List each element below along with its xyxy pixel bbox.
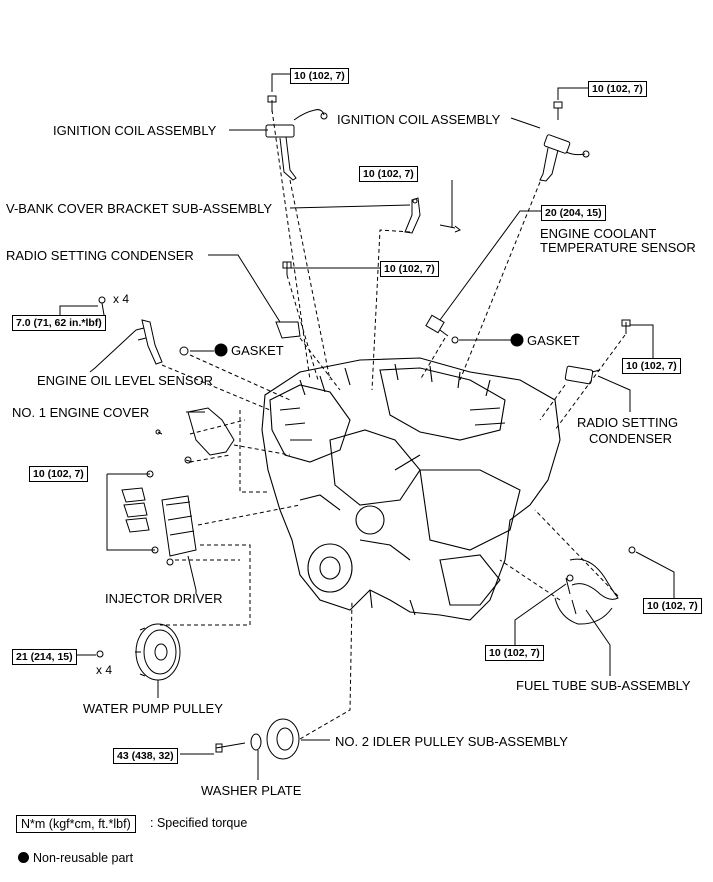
- engine-block: [261, 357, 561, 621]
- label-idler-pulley: NO. 2 IDLER PULLEY SUB-ASSEMBLY: [335, 734, 568, 749]
- legend-torque-units: N*m (kgf*cm, ft.*lbf): [16, 815, 136, 833]
- label-engine-coolant-2: TEMPERATURE SENSOR: [540, 240, 696, 255]
- legend-non-reusable: Non-reusable part: [18, 851, 133, 865]
- torque-idler-pulley: 43 (438, 32): [113, 748, 178, 764]
- label-gasket-left: GASKET: [231, 343, 284, 358]
- label-ignition-coil-right: IGNITION COIL ASSEMBLY: [337, 112, 501, 127]
- injector-driver: [121, 470, 197, 566]
- engine-oil-level-sensor: [98, 296, 189, 365]
- multiplier-oil-level: x 4: [113, 292, 130, 306]
- label-gasket-right: GASKET: [527, 333, 580, 348]
- leader-lines: [59, 73, 675, 780]
- engine-coolant-sensor: [425, 314, 459, 344]
- label-radio-condenser-right-2: CONDENSER: [589, 431, 673, 446]
- radio-condenser-left: [275, 261, 301, 339]
- ignition-coil-right: [539, 101, 590, 182]
- radio-condenser-right: [564, 319, 631, 385]
- torque-injector-driver: 10 (102, 7): [29, 466, 88, 482]
- non-reusable-dot-icon: [18, 852, 29, 863]
- label-radio-condenser-left: RADIO SETTING CONDENSER: [6, 248, 194, 263]
- torque-condenser-right: 10 (102, 7): [622, 358, 681, 374]
- label-radio-condenser-right-1: RADIO SETTING: [577, 415, 679, 430]
- legend-torque-desc: : Specified torque: [150, 816, 248, 830]
- fuel-tube: [554, 546, 636, 625]
- torque-coolant-sensor: 20 (204, 15): [541, 205, 606, 221]
- label-engine-oil-level: ENGINE OIL LEVEL SENSOR: [37, 373, 214, 388]
- torque-oil-level: 7.0 (71, 62 in.*lbf): [12, 315, 106, 331]
- legend-non-reusable-label: Non-reusable part: [33, 851, 134, 865]
- torque-bracket: 10 (102, 7): [359, 166, 418, 182]
- engine-cover: [155, 407, 235, 464]
- torque-fuel-tube-right: 10 (102, 7): [643, 598, 702, 614]
- label-injector-driver: INJECTOR DRIVER: [105, 591, 223, 606]
- label-engine-coolant-1: ENGINE COOLANT: [540, 226, 657, 241]
- v-bank-bracket: [404, 197, 461, 234]
- multiplier-water-pump: x 4: [96, 663, 113, 677]
- torque-coil-right: 10 (102, 7): [588, 81, 647, 97]
- torque-water-pump: 21 (214, 15): [12, 649, 77, 665]
- label-ignition-coil-left: IGNITION COIL ASSEMBLY: [53, 123, 217, 138]
- idler-pulley: [215, 718, 300, 760]
- dashed-lines: [135, 109, 626, 740]
- torque-coil-left: 10 (102, 7): [290, 68, 349, 84]
- torque-condenser-left: 10 (102, 7): [380, 261, 439, 277]
- label-v-bank-bracket: V-BANK COVER BRACKET SUB-ASSEMBLY: [6, 201, 273, 216]
- ignition-coil-left: [265, 95, 328, 181]
- label-fuel-tube: FUEL TUBE SUB-ASSEMBLY: [516, 678, 691, 693]
- label-engine-cover: NO. 1 ENGINE COVER: [12, 405, 150, 420]
- label-washer-plate: WASHER PLATE: [201, 783, 302, 798]
- label-water-pump-pulley: WATER PUMP PULLEY: [83, 701, 223, 716]
- torque-fuel-tube-left: 10 (102, 7): [485, 645, 544, 661]
